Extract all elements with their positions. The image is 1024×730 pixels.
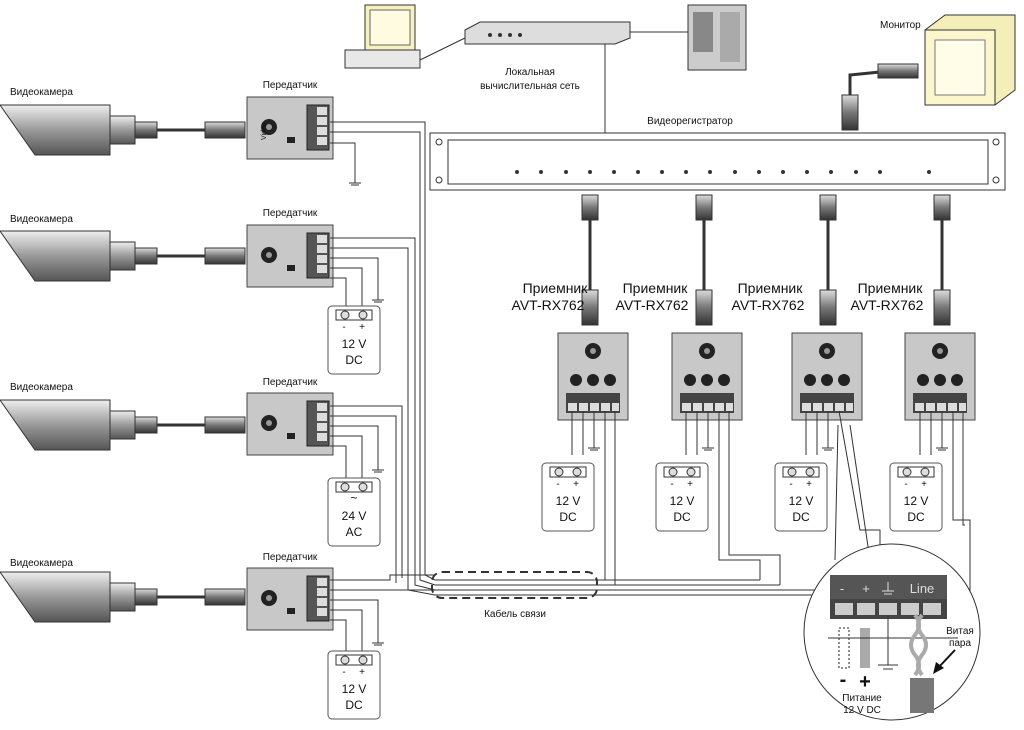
cable-label: Кабель связи xyxy=(484,608,546,620)
psu-voltage: 12 V xyxy=(670,494,695,508)
psu-voltage: 12 V xyxy=(789,494,814,508)
psu-voltage: 12 V xyxy=(556,494,581,508)
psu-minus: - xyxy=(904,479,907,490)
receiver-label: Приемник xyxy=(858,280,924,296)
psu-voltage: 12 V xyxy=(904,494,929,508)
psu-minus: - xyxy=(342,322,345,333)
power-plus: + xyxy=(859,671,871,693)
ground-symbol-icon xyxy=(882,582,894,595)
transmitter-label-4: Передатчик xyxy=(263,552,318,563)
power-label-2: 12 V DC xyxy=(843,705,881,716)
psu-type: DC xyxy=(559,510,577,524)
psu-ac-symbol: ~ xyxy=(350,491,357,505)
lan-label-2: вычислительная сеть xyxy=(480,81,580,92)
video-recorder xyxy=(429,132,1006,191)
psu-plus: + xyxy=(359,667,365,678)
computer-icon xyxy=(344,4,421,69)
psu-minus: - xyxy=(556,479,559,490)
receiver-labels: Приемник AVT-RX762 Приемник AVT-RX762 Пр… xyxy=(512,280,924,313)
camera-2 xyxy=(0,229,247,283)
transmitter-label-3: Передатчик xyxy=(263,377,318,388)
camera-label-3: Видеокамера xyxy=(10,382,73,393)
receiver-label: Приемник xyxy=(523,280,589,296)
psu-plus: + xyxy=(573,479,579,490)
psu-plus: + xyxy=(687,479,693,490)
server-icon xyxy=(687,4,747,71)
psu-type: DC xyxy=(907,510,925,524)
video-label: Video xyxy=(261,122,268,140)
twisted-pair-label-2: пара xyxy=(949,638,972,649)
psu-plus: + xyxy=(806,479,812,490)
receiver-model: AVT-RX762 xyxy=(512,297,585,313)
psu-type: AC xyxy=(346,525,363,539)
terminal-line: Line xyxy=(910,581,935,596)
receiver-label: Приемник xyxy=(738,280,804,296)
camera-3 xyxy=(0,398,247,452)
psu-voltage: 12 V xyxy=(342,337,367,351)
lan-label-1: Локальная xyxy=(505,67,555,78)
recorder-label: Видеорегистратор xyxy=(647,116,733,127)
terminal-minus: - xyxy=(840,581,844,596)
receiver-model: AVT-RX762 xyxy=(616,297,689,313)
transmitter-label-1: Передатчик xyxy=(263,80,318,91)
power-minus: - xyxy=(840,669,847,691)
psu-type: DC xyxy=(792,510,810,524)
psu-plus: + xyxy=(921,479,927,490)
network-switch-icon xyxy=(464,21,631,45)
receiver-model: AVT-RX762 xyxy=(851,297,924,313)
twisted-pair-label-1: Витая xyxy=(946,626,974,637)
psu-minus: - xyxy=(342,667,345,678)
transmitter-3 xyxy=(246,392,334,456)
transmitter-label-2: Передатчик xyxy=(263,208,318,219)
psu-plus: + xyxy=(359,322,365,333)
camera-label-4: Видеокамера xyxy=(10,558,73,569)
psu-type: DC xyxy=(673,510,691,524)
power-label-1: Питание xyxy=(842,693,882,704)
transmitter-1 xyxy=(246,96,334,160)
camera-4 xyxy=(0,570,247,624)
psu-rx-texts: - + 12 V DC - + 12 V DC - + 12 V DC - + … xyxy=(556,479,929,524)
psu-type: DC xyxy=(345,353,363,367)
terminal-detail-callout: - + Line Витая пара - + Питание 12 V DC xyxy=(803,543,981,721)
psu-voltage: 24 V xyxy=(342,509,367,523)
psu-minus: - xyxy=(670,479,673,490)
camera-label-1: Видеокамера xyxy=(10,87,73,98)
transmitter-4 xyxy=(246,567,334,631)
monitor-icon xyxy=(924,14,1016,106)
psu-minus: - xyxy=(789,479,792,490)
receiver-label: Приемник xyxy=(623,280,689,296)
terminal-plus: + xyxy=(862,581,870,596)
receiver-model: AVT-RX762 xyxy=(732,297,805,313)
camera-label-2: Видеокамера xyxy=(10,214,73,225)
camera-1 xyxy=(0,103,247,157)
psu-type: DC xyxy=(345,698,363,712)
psu-voltage: 12 V xyxy=(342,682,367,696)
transmitter-2 xyxy=(246,224,334,288)
monitor-label: Монитор xyxy=(880,20,921,31)
